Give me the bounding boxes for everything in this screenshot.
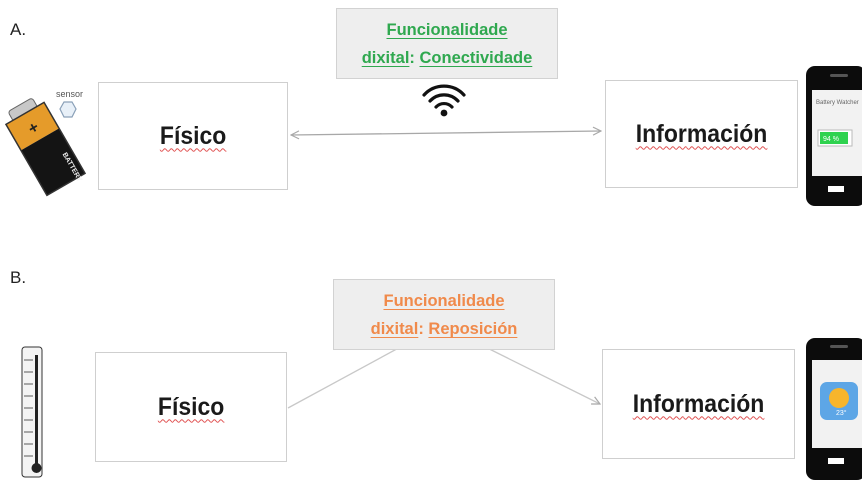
smartphone-battery-watcher-icon: Battery Watcher 94 %	[806, 66, 862, 206]
callout-reposition: Funcionalidade dixital: Reposición	[333, 279, 555, 350]
callout-connectivity: Funcionalidade dixital: Conectividade	[336, 8, 558, 79]
callout-line-2: dixital: Conectividade	[361, 49, 533, 67]
bidirectional-arrow	[291, 131, 601, 135]
physical-box-b: Físico	[95, 352, 287, 462]
thermometer-icon	[21, 346, 43, 478]
panel-a-label: A.	[10, 20, 27, 39]
panel-b-label: B.	[10, 268, 27, 287]
information-box-a: Información	[605, 80, 798, 188]
wifi-icon	[422, 84, 466, 117]
information-box-b: Información	[602, 349, 795, 459]
callout-line-1: Funcionalidade	[386, 21, 508, 39]
physical-label: Físico	[157, 392, 225, 421]
smartphone-weather-icon: 23°	[806, 338, 862, 480]
battery-percent: 94 %	[823, 136, 839, 143]
phone-app-title: Battery Watcher	[816, 100, 859, 106]
sensor-label: sensor	[56, 89, 83, 99]
callout-line-1: Funcionalidade	[383, 292, 505, 310]
weather-temp: 23°	[836, 409, 847, 417]
battery-with-sensor-icon: + BATTERY sensor	[4, 89, 87, 197]
physical-label: Físico	[159, 121, 227, 150]
information-label: Información	[635, 119, 768, 148]
physical-box-a: Físico	[98, 82, 288, 190]
information-label: Información	[632, 389, 765, 418]
callout-line-2: dixital: Reposición	[370, 320, 518, 338]
